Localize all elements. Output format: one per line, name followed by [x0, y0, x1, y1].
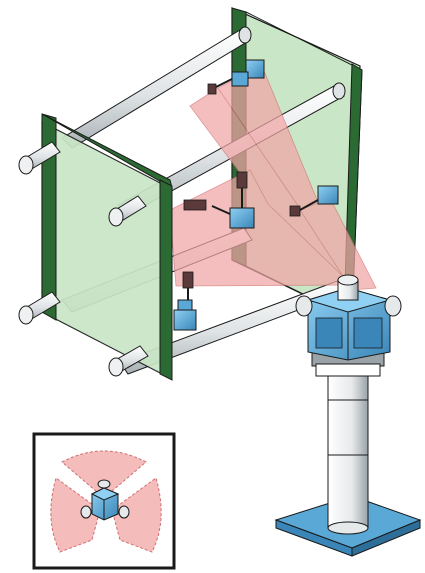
sensor-back-right: [289, 185, 339, 217]
sensor-head-lens-right: [384, 295, 402, 317]
post-column: [327, 375, 369, 535]
rod-stub-3: [18, 291, 61, 325]
tripod-post: [274, 274, 422, 557]
front-frame-plate: [41, 113, 173, 381]
sensor-head-lens-left: [295, 295, 313, 317]
inset-fans: [50, 450, 162, 553]
rod-stub-4: [108, 345, 149, 377]
sensor-back-top: [207, 59, 265, 95]
rod-stub-1: [18, 141, 61, 175]
rod-stub-2: [108, 195, 147, 227]
laser-fans: [169, 65, 377, 291]
inset-sensor-cube: [80, 479, 130, 521]
inset-panel: [32, 432, 176, 570]
sensor-center: [183, 171, 255, 229]
sensor-head-lens-top: [337, 274, 359, 301]
sensor-front-bottom: [173, 271, 197, 331]
rod-stubs: [18, 141, 149, 377]
